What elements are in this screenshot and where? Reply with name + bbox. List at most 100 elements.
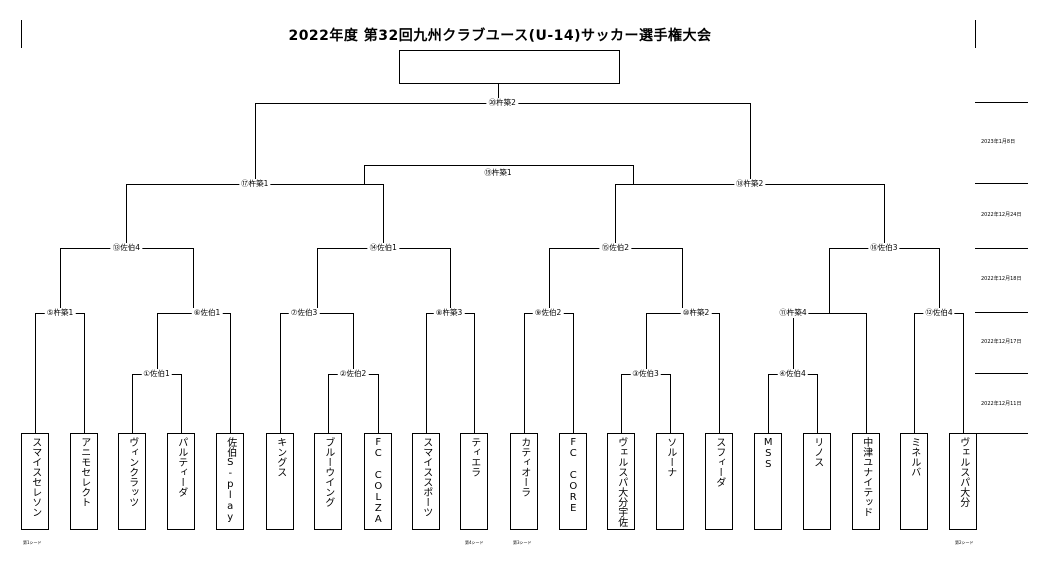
bracket-vline <box>84 313 85 433</box>
match-label-m10: ⑩杵築2 <box>680 308 712 318</box>
match-label-m2: ②佐伯2 <box>337 369 369 379</box>
team-name: ヴィンクラッツ <box>126 437 138 507</box>
bracket-vline <box>670 374 671 433</box>
team-box: ヴェルスパ大分宇佐 <box>607 433 635 530</box>
right-edge-mark <box>975 20 976 48</box>
team-name: ヴェルスパ大分宇佐 <box>615 437 627 527</box>
team-box: MSS <box>754 433 782 530</box>
bracket-vline <box>156 313 158 374</box>
bracket-vline <box>633 165 634 184</box>
bracket-hline <box>364 165 633 166</box>
bracket-vline <box>328 374 329 433</box>
bracket-vline <box>682 248 684 313</box>
team-name: FC COLZA <box>372 437 384 525</box>
bracket-vline <box>132 374 133 433</box>
date-row-line <box>975 183 1028 184</box>
date-row-line <box>975 102 1028 103</box>
team-name: ブルーウイング <box>322 437 334 507</box>
team-box: スフィーダ <box>705 433 733 530</box>
bracket-vline <box>768 374 769 433</box>
match-label-m1: ①佐伯1 <box>141 369 172 379</box>
bracket-vline <box>59 248 61 313</box>
team-name: カティオーラ <box>518 437 530 497</box>
team-name: MSS <box>762 437 774 470</box>
bracket-vline <box>193 248 195 313</box>
bracket-vline <box>548 248 550 313</box>
bracket-vline <box>883 184 885 248</box>
bracket-vline <box>866 313 867 433</box>
match-label-m6: ⑥佐伯1 <box>191 308 223 318</box>
team-box: パルティーダ <box>167 433 195 530</box>
bracket-vline <box>573 313 574 433</box>
match-label-m18: ⑱杵築2 <box>733 179 766 189</box>
team-box: FC CORE <box>559 433 587 530</box>
bracket-vline <box>254 103 256 184</box>
team-box: 佐伯S-play <box>216 433 244 530</box>
team-box: ソルーナ <box>656 433 684 530</box>
team-box: ミネルバ <box>900 433 928 530</box>
bracket-vline <box>829 248 831 313</box>
team-name: ティエラ <box>468 437 480 477</box>
bracket-vline <box>378 374 379 433</box>
team-box: アニモセレクト <box>70 433 98 530</box>
match-label-m19: ⑲杵築1 <box>482 168 514 178</box>
left-edge-mark <box>21 20 22 48</box>
match-label-m4: ④佐伯4 <box>777 369 808 379</box>
date-row-line <box>975 312 1028 313</box>
match-label-m9: ⑨佐伯2 <box>532 308 564 318</box>
bracket-vline <box>230 313 231 433</box>
team-name: パルティーダ <box>175 437 187 497</box>
bracket-vline <box>35 313 36 433</box>
bracket-vline <box>316 248 318 313</box>
team-name: リノス <box>811 437 823 467</box>
match-label-m14: ⑭佐伯1 <box>367 243 399 253</box>
date-row-line <box>975 433 1028 434</box>
seed-note: 第1シード <box>23 540 42 545</box>
bracket-vline <box>914 313 915 433</box>
bracket-vline <box>963 313 964 433</box>
bracket-vline <box>426 313 427 433</box>
bracket-vline <box>353 313 354 374</box>
bracket-vline <box>383 184 385 248</box>
page-title: 2022年度 第32回九州クラブユース(U-14)サッカー選手権大会 <box>288 28 712 44</box>
date-row-line <box>975 248 1028 249</box>
bracket-vline <box>364 165 365 184</box>
team-box: スマイスセレソン <box>21 433 49 530</box>
round-date: 2022年12月24日 <box>981 212 1022 218</box>
bracket-vline <box>126 184 128 248</box>
seed-note: 第3シード <box>513 540 532 545</box>
team-box: カティオーラ <box>510 433 538 530</box>
bracket-vline <box>645 313 647 374</box>
bracket-vline <box>450 248 451 313</box>
match-label-m17: ⑰杵築1 <box>239 179 271 189</box>
bracket-vline <box>181 374 182 433</box>
bracket-vline <box>280 313 281 433</box>
bracket-vline <box>792 313 794 374</box>
champion-box <box>399 50 620 84</box>
round-date: 2022年12月11日 <box>981 401 1022 407</box>
seed-note: 第2シード <box>955 540 974 545</box>
team-box: FC COLZA <box>364 433 392 530</box>
match-label-m7: ⑦佐伯3 <box>288 308 320 318</box>
bracket-vline <box>817 374 818 433</box>
match-label-m16: ⑯佐伯3 <box>868 243 900 253</box>
team-box: 中津ユナイテッド <box>852 433 880 530</box>
team-name: キングス <box>274 437 286 477</box>
round-date: 2023年1月8日 <box>981 139 1016 145</box>
team-box: ヴィンクラッツ <box>118 433 146 530</box>
bracket-vline <box>749 103 751 184</box>
round-date: 2022年12月18日 <box>981 276 1022 282</box>
team-box: ヴェルスパ大分 <box>949 433 977 530</box>
round-date: 2022年12月17日 <box>981 339 1022 345</box>
team-name: スマイススポーツ <box>420 437 432 517</box>
match-label-m13: ⑬佐伯4 <box>110 243 143 253</box>
team-name: スマイスセレソン <box>29 437 41 517</box>
team-name: 中津ユナイテッド <box>860 437 872 517</box>
team-name: スフィーダ <box>713 437 725 487</box>
bracket-vline <box>938 248 940 313</box>
team-name: FC CORE <box>567 437 579 514</box>
team-name: 佐伯S-play <box>224 437 236 523</box>
date-row-line <box>975 373 1028 374</box>
team-name: ヴェルスパ大分 <box>957 437 969 507</box>
